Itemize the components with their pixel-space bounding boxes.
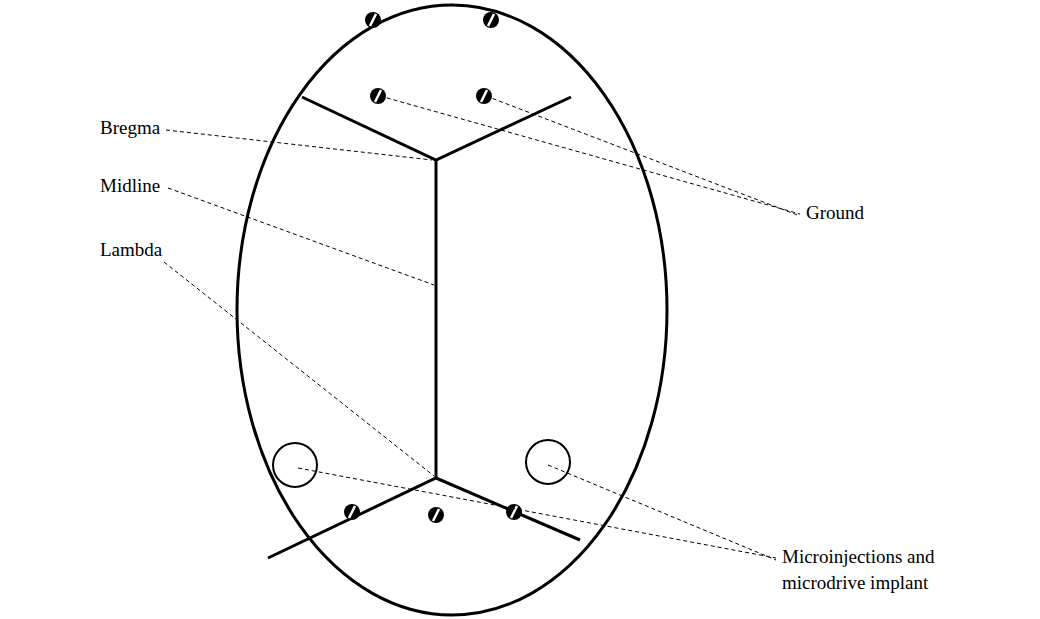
screw-slot <box>433 509 439 521</box>
skull-outline <box>237 5 667 615</box>
screw <box>476 88 492 104</box>
screw <box>344 504 360 520</box>
leader-line <box>486 96 800 216</box>
screw-slot <box>488 14 494 26</box>
screw <box>483 12 499 28</box>
leader-line <box>380 96 800 214</box>
leader-line <box>298 468 776 558</box>
coronal-suture <box>302 97 571 160</box>
screw-slot <box>370 14 376 26</box>
anatomy-label: Bregma <box>100 115 160 141</box>
screw <box>365 12 381 28</box>
screw-slot <box>349 506 355 518</box>
sagittal-suture <box>435 160 438 478</box>
anatomy-label: Microinjections and microdrive implant <box>782 544 972 596</box>
craniotomy-site <box>273 443 317 487</box>
screw <box>370 88 386 104</box>
screw <box>428 507 444 523</box>
leader-line <box>548 465 776 560</box>
leader-line <box>166 130 432 160</box>
anatomy-label: Ground <box>806 200 864 226</box>
leader-line <box>168 188 434 285</box>
leader-line <box>164 262 434 476</box>
anatomy-label: Midline <box>100 173 160 199</box>
craniotomy-site <box>526 440 570 484</box>
screw <box>506 504 522 520</box>
lambdoid-suture <box>268 478 580 558</box>
anatomy-label: Lambda <box>100 237 162 263</box>
